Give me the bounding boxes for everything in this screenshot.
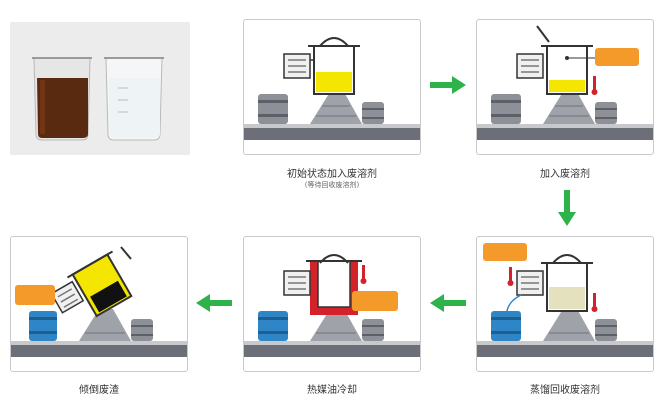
step-5-panel (10, 236, 188, 372)
step-5-caption: 倾倒废渣 (79, 385, 119, 396)
step-1-panel (243, 19, 421, 155)
step-2-panel (476, 19, 654, 155)
step-4-panel (243, 236, 421, 372)
step-2-caption: 加入废溶剂 (540, 169, 590, 180)
arrow-left-icon (196, 294, 232, 312)
beaker-photo (10, 22, 190, 155)
step-4-caption: 热媒油冷却 (307, 385, 357, 396)
arrow-down-icon (558, 190, 576, 226)
step-1-caption: 初始状态加入废溶剂 (287, 169, 377, 180)
arrow-left-icon (430, 294, 466, 312)
step-3-caption: 蒸馏回收废溶剂 (530, 385, 600, 396)
step-1-subcaption: (等待回收废溶剂) (304, 181, 360, 189)
arrow-right-icon (430, 76, 466, 94)
step-3-panel (476, 236, 654, 372)
